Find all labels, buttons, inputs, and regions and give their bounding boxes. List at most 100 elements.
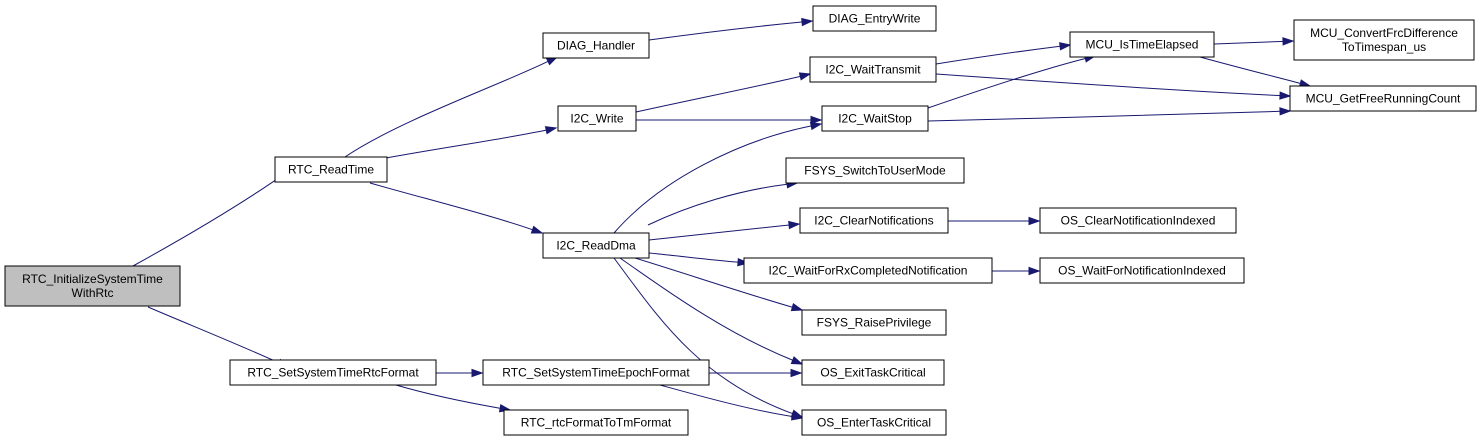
node-iw[interactable]: I2C_Write <box>557 105 637 132</box>
node-box-frp[interactable] <box>801 309 947 336</box>
arrowhead-sstrf-to-sstef <box>471 368 484 378</box>
node-label-mgfrc-0: MCU_GetFreeRunningCount <box>1306 92 1461 106</box>
edge-ird-to-icn <box>648 224 791 241</box>
node-oentc[interactable]: OS_EnterTaskCritical <box>801 409 947 436</box>
node-ird[interactable]: I2C_ReadDma <box>542 232 650 259</box>
node-oetc[interactable]: OS_ExitTaskCritical <box>801 359 945 386</box>
edge-rt-to-iw <box>385 129 548 159</box>
node-label-ocni-0: OS_ClearNotificationIndexed <box>1061 214 1216 228</box>
node-box-rt[interactable] <box>274 156 388 183</box>
node-label-iwrx-0: I2C_WaitForRxCompletedNotification <box>769 264 968 278</box>
node-box-oetc[interactable] <box>801 359 945 386</box>
node-label-frp-0: FSYS_RaisePrivilege <box>817 316 932 330</box>
node-label-iwt-0: I2C_WaitTransmit <box>825 63 921 77</box>
node-box-ird[interactable] <box>542 232 650 259</box>
edge-rt-to-dh <box>344 60 550 158</box>
node-sstef[interactable]: RTC_SetSystemTimeEpochFormat <box>482 359 710 386</box>
node-label-owfni-0: OS_WaitForNotificationIndexed <box>1058 264 1226 278</box>
node-label-oentc-0: OS_EnterTaskCritical <box>817 416 931 430</box>
node-frp[interactable]: FSYS_RaisePrivilege <box>801 309 947 336</box>
node-label-ird-0: I2C_ReadDma <box>556 239 636 253</box>
node-rftm[interactable]: RTC_rtcFormatToTmFormat <box>503 409 689 436</box>
arrowhead-ird-to-frp <box>790 303 804 312</box>
node-label-mite-0: MCU_IsTimeElapsed <box>1086 38 1199 52</box>
node-rt[interactable]: RTC_ReadTime <box>274 156 388 183</box>
node-label-mcfd-1: ToTimespan_us <box>1342 40 1426 54</box>
node-mite[interactable]: MCU_IsTimeElapsed <box>1069 31 1215 58</box>
arrowhead-iws-to-mgfrc <box>1279 107 1292 116</box>
edge-ird-to-iwrx <box>648 252 740 263</box>
node-box-iwrx[interactable] <box>743 257 993 284</box>
node-box-icn[interactable] <box>799 207 949 234</box>
node-box-root[interactable] <box>4 265 181 307</box>
node-label-iws-0: I2C_WaitStop <box>838 112 912 126</box>
node-owfni[interactable]: OS_WaitForNotificationIndexed <box>1039 257 1245 284</box>
arrowhead-iwrx-to-owfni <box>1028 266 1041 276</box>
node-label-mcfd-0: MCU_ConvertFrcDifference <box>1310 26 1458 40</box>
node-label-dew-0: DIAG_EntryWrite <box>829 12 921 26</box>
node-dew[interactable]: DIAG_EntryWrite <box>812 5 937 32</box>
node-box-iw[interactable] <box>557 105 637 132</box>
edge-rt-to-ird <box>369 182 534 231</box>
edge-root-to-sstrf <box>147 306 281 364</box>
node-box-mgfrc[interactable] <box>1289 85 1477 112</box>
node-box-sstrf[interactable] <box>229 359 437 386</box>
edge-mite-to-mgfrc <box>1199 56 1302 85</box>
arrowhead-icn-to-ocni <box>1028 216 1041 226</box>
edge-ird-to-oentc <box>613 257 794 415</box>
node-box-mcfd[interactable] <box>1293 19 1475 61</box>
node-label-sstrf-0: RTC_SetSystemTimeRtcFormat <box>247 366 419 380</box>
arrowhead-iwt-to-mite <box>1059 42 1072 51</box>
node-fsum[interactable]: FSYS_SwitchToUserMode <box>785 157 965 184</box>
node-label-root-0: RTC_InitializeSystemTime <box>22 272 163 286</box>
arrowhead-rt-to-iw <box>544 126 558 135</box>
edges-layer <box>132 17 1312 421</box>
node-iwrx[interactable]: I2C_WaitForRxCompletedNotification <box>743 257 993 284</box>
node-label-oetc-0: OS_ExitTaskCritical <box>820 366 925 380</box>
node-label-root-1: WithRtc <box>72 286 114 300</box>
node-box-iwt[interactable] <box>809 56 937 83</box>
node-box-ocni[interactable] <box>1039 207 1237 234</box>
node-box-owfni[interactable] <box>1039 257 1245 284</box>
node-box-oentc[interactable] <box>801 409 947 436</box>
node-label-fsum-0: FSYS_SwitchToUserMode <box>804 164 946 178</box>
node-box-iws[interactable] <box>821 105 929 132</box>
node-label-iw-0: I2C_Write <box>570 112 623 126</box>
edge-mite-to-mcfd <box>1213 40 1285 45</box>
arrowhead-ird-to-icn <box>788 220 801 230</box>
arrowhead-sstef-to-oetc <box>790 368 803 378</box>
edge-ird-to-oetc <box>619 257 794 362</box>
edge-iwt-to-mgfrc <box>935 73 1282 97</box>
edge-ird-to-fsum <box>647 183 789 226</box>
arrowhead-sstef-to-oentc <box>790 412 804 421</box>
node-label-rt-0: RTC_ReadTime <box>288 163 374 177</box>
arrowhead-iw-to-iws <box>810 115 823 125</box>
node-label-sstef-0: RTC_SetSystemTimeEpochFormat <box>502 366 690 380</box>
arrowhead-dh-to-dew <box>801 17 814 27</box>
edge-iw-to-iwt <box>635 75 802 113</box>
node-dh[interactable]: DIAG_Handler <box>542 32 650 59</box>
node-mgfrc[interactable]: MCU_GetFreeRunningCount <box>1289 85 1477 112</box>
node-icn[interactable]: I2C_ClearNotifications <box>799 207 949 234</box>
node-box-mite[interactable] <box>1069 31 1215 58</box>
node-ocni[interactable]: OS_ClearNotificationIndexed <box>1039 207 1237 234</box>
edge-iwt-to-mite <box>935 45 1062 65</box>
node-iws[interactable]: I2C_WaitStop <box>821 105 929 132</box>
edge-ird-to-iws <box>613 125 813 234</box>
node-box-dew[interactable] <box>812 5 937 32</box>
node-label-dh-0: DIAG_Handler <box>557 39 635 53</box>
node-box-sstef[interactable] <box>482 359 710 386</box>
node-box-rftm[interactable] <box>503 409 689 436</box>
edge-iws-to-mgfrc <box>927 110 1282 122</box>
arrowhead-rt-to-ird <box>530 225 544 234</box>
node-box-dh[interactable] <box>542 32 650 59</box>
node-iwt[interactable]: I2C_WaitTransmit <box>809 56 937 83</box>
edge-iws-to-mite <box>927 57 1087 109</box>
node-label-icn-0: I2C_ClearNotifications <box>814 214 933 228</box>
node-box-fsum[interactable] <box>785 157 965 184</box>
node-sstrf[interactable]: RTC_SetSystemTimeRtcFormat <box>229 359 437 386</box>
